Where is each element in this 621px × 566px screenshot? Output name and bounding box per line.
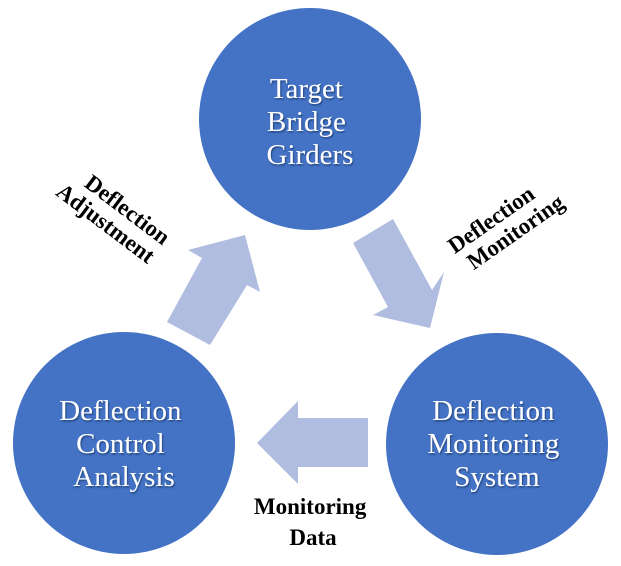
node-label-line: Deflection	[432, 395, 555, 427]
node-label: Deflection Control Analysis	[59, 395, 189, 493]
node-target-bridge-girders: Target Bridge Girders	[199, 8, 421, 230]
node-deflection-control-analysis: Deflection Control Analysis	[13, 332, 235, 554]
arrow-adjustment-up-right	[167, 235, 260, 345]
node-label-line: Analysis	[73, 461, 175, 493]
node-circle	[13, 332, 235, 554]
arrow-data-left	[257, 401, 368, 484]
node-label-line: Girders	[267, 139, 354, 171]
node-label-line: Monitoring	[427, 428, 559, 460]
edge-label-monitoring-data: Monitoring Data	[254, 494, 372, 550]
node-circle	[199, 8, 421, 230]
node-label: Target Bridge Girders	[267, 73, 354, 171]
node-label-line: Deflection	[59, 395, 182, 427]
node-label-line: Control	[76, 428, 165, 460]
node-circle	[386, 333, 608, 555]
node-label-line: Target	[270, 73, 343, 105]
arrow-monitoring-down-right	[353, 219, 444, 328]
node-label: Deflection Monitoring System	[427, 395, 566, 493]
node-label-line: Bridge	[267, 106, 346, 138]
node-label-line: System	[454, 461, 540, 493]
edge-label-deflection-adjustment: Deflection Adjustment	[52, 159, 180, 272]
edge-label-deflection-monitoring: Deflection Monitoring	[443, 170, 569, 279]
edge-label-line: Data	[289, 525, 337, 550]
node-deflection-monitoring-system: Deflection Monitoring System	[386, 333, 608, 555]
edge-label-line: Monitoring	[254, 494, 367, 519]
